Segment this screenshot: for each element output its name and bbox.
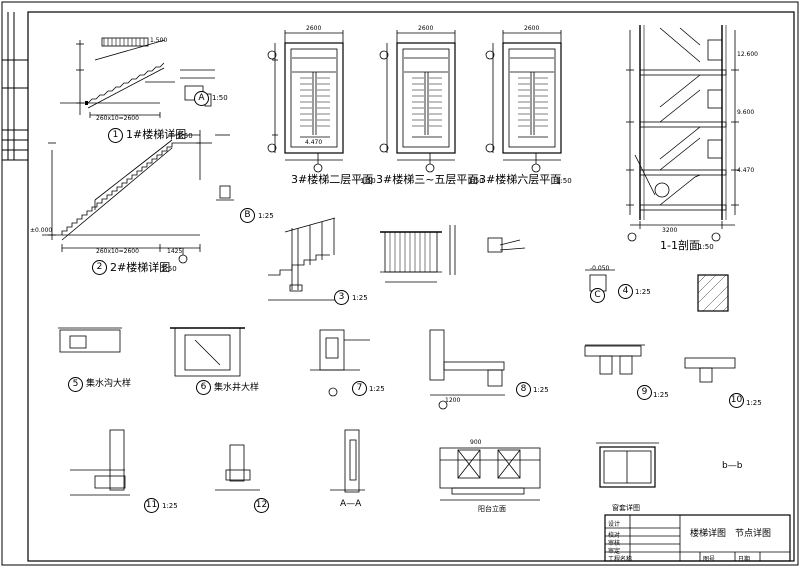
title-plan6: 3#楼梯六层平面	[479, 173, 562, 186]
dim-plan1-top: 2600	[306, 25, 322, 32]
scale-plan2: 1:50	[360, 177, 376, 185]
elev-plan1: 4.470	[305, 139, 323, 146]
marker-1: 1	[108, 128, 123, 143]
marker-6: 6	[196, 380, 211, 395]
section-1-1	[626, 25, 739, 242]
marker-3: 3	[334, 290, 349, 305]
stair2-drawing	[42, 130, 234, 264]
scale-7: 1:25	[369, 385, 385, 393]
title-aa: A—A	[340, 499, 362, 509]
title-facade: 阳台立面	[478, 505, 506, 513]
scale-plan35: 1:50	[468, 177, 484, 185]
dim-top: 1.500	[150, 37, 168, 44]
title-plan2: 3#楼梯二层平面	[291, 173, 374, 186]
dim-run2: 260x10=2600	[96, 248, 139, 255]
marker-8: 8	[516, 382, 531, 397]
elev-low: 4.470	[737, 167, 755, 174]
tb-drawing-no: 图号	[703, 556, 716, 563]
dim-facade: 900	[470, 439, 482, 446]
marker-a: A	[194, 91, 209, 106]
scale-3: 1:25	[352, 294, 368, 302]
tb-project: 工程名称	[608, 556, 633, 563]
tb-review: 审核	[608, 540, 621, 547]
tb-checker: 校对	[608, 532, 621, 539]
title-plan35: 3#楼梯三~五层平面	[376, 173, 479, 186]
title-section: 1-1剖面	[660, 239, 700, 252]
dim-plan2-top: 2600	[418, 25, 434, 32]
dim-base: ±0.000	[30, 227, 53, 234]
title-bb: b—b	[722, 461, 743, 471]
tb-date: 日期	[738, 556, 751, 563]
title-window: 窗套详图	[612, 504, 640, 512]
marker-9: 9	[637, 385, 652, 400]
stair-plans	[267, 30, 562, 173]
title-stair2: 2#楼梯详图	[110, 261, 171, 274]
scale-9: 1:25	[653, 391, 669, 399]
dim-8: 1200	[445, 397, 461, 404]
marker-7: 7	[352, 381, 367, 396]
title-stair1: 1#楼梯详图	[126, 128, 187, 141]
marker-2: 2	[92, 260, 107, 275]
marker-11: 11	[144, 498, 159, 513]
scale-plan6: 1:50	[556, 177, 572, 185]
dim-section: 3200	[662, 227, 678, 234]
tb-approve: 审定	[608, 548, 621, 555]
railing-details	[268, 217, 526, 301]
bottom-details-row	[70, 429, 791, 562]
marker-b: B	[240, 208, 255, 223]
marker-c: C	[590, 288, 605, 303]
stair1-drawing	[60, 37, 215, 118]
scale-4: 1:25	[635, 288, 651, 296]
title-sump-well: 集水井大样	[214, 383, 260, 393]
elev-top: 12.600	[737, 51, 758, 58]
scale-10: 1:25	[746, 399, 762, 407]
dim-1425: 1425	[167, 248, 183, 255]
sheet-title: 楼梯详图 节点详图	[690, 529, 772, 539]
scale-stair1: 1:50	[177, 132, 193, 140]
dim-plan3-top: 2600	[524, 25, 540, 32]
dim-run1: 260x10=2600	[96, 115, 139, 122]
title-sump-detail: 集水沟大样	[86, 379, 132, 389]
marker-12: 12	[254, 498, 269, 513]
scale-8: 1:25	[533, 386, 549, 394]
marker-4: 4	[618, 284, 633, 299]
tb-designer: 设计	[608, 521, 621, 528]
marker-5: 5	[68, 377, 83, 392]
scale-stair2: 1:50	[161, 265, 177, 273]
node-details-row	[58, 269, 736, 410]
scale-b: 1:25	[258, 212, 274, 220]
scale-11: 1:25	[162, 502, 178, 510]
marker-10: 10	[729, 393, 744, 408]
scale-a: 1:50	[212, 94, 228, 102]
scale-section: 1:50	[698, 243, 714, 251]
elev-mid: 9.600	[737, 109, 755, 116]
elev-c: -0.050	[590, 265, 610, 272]
